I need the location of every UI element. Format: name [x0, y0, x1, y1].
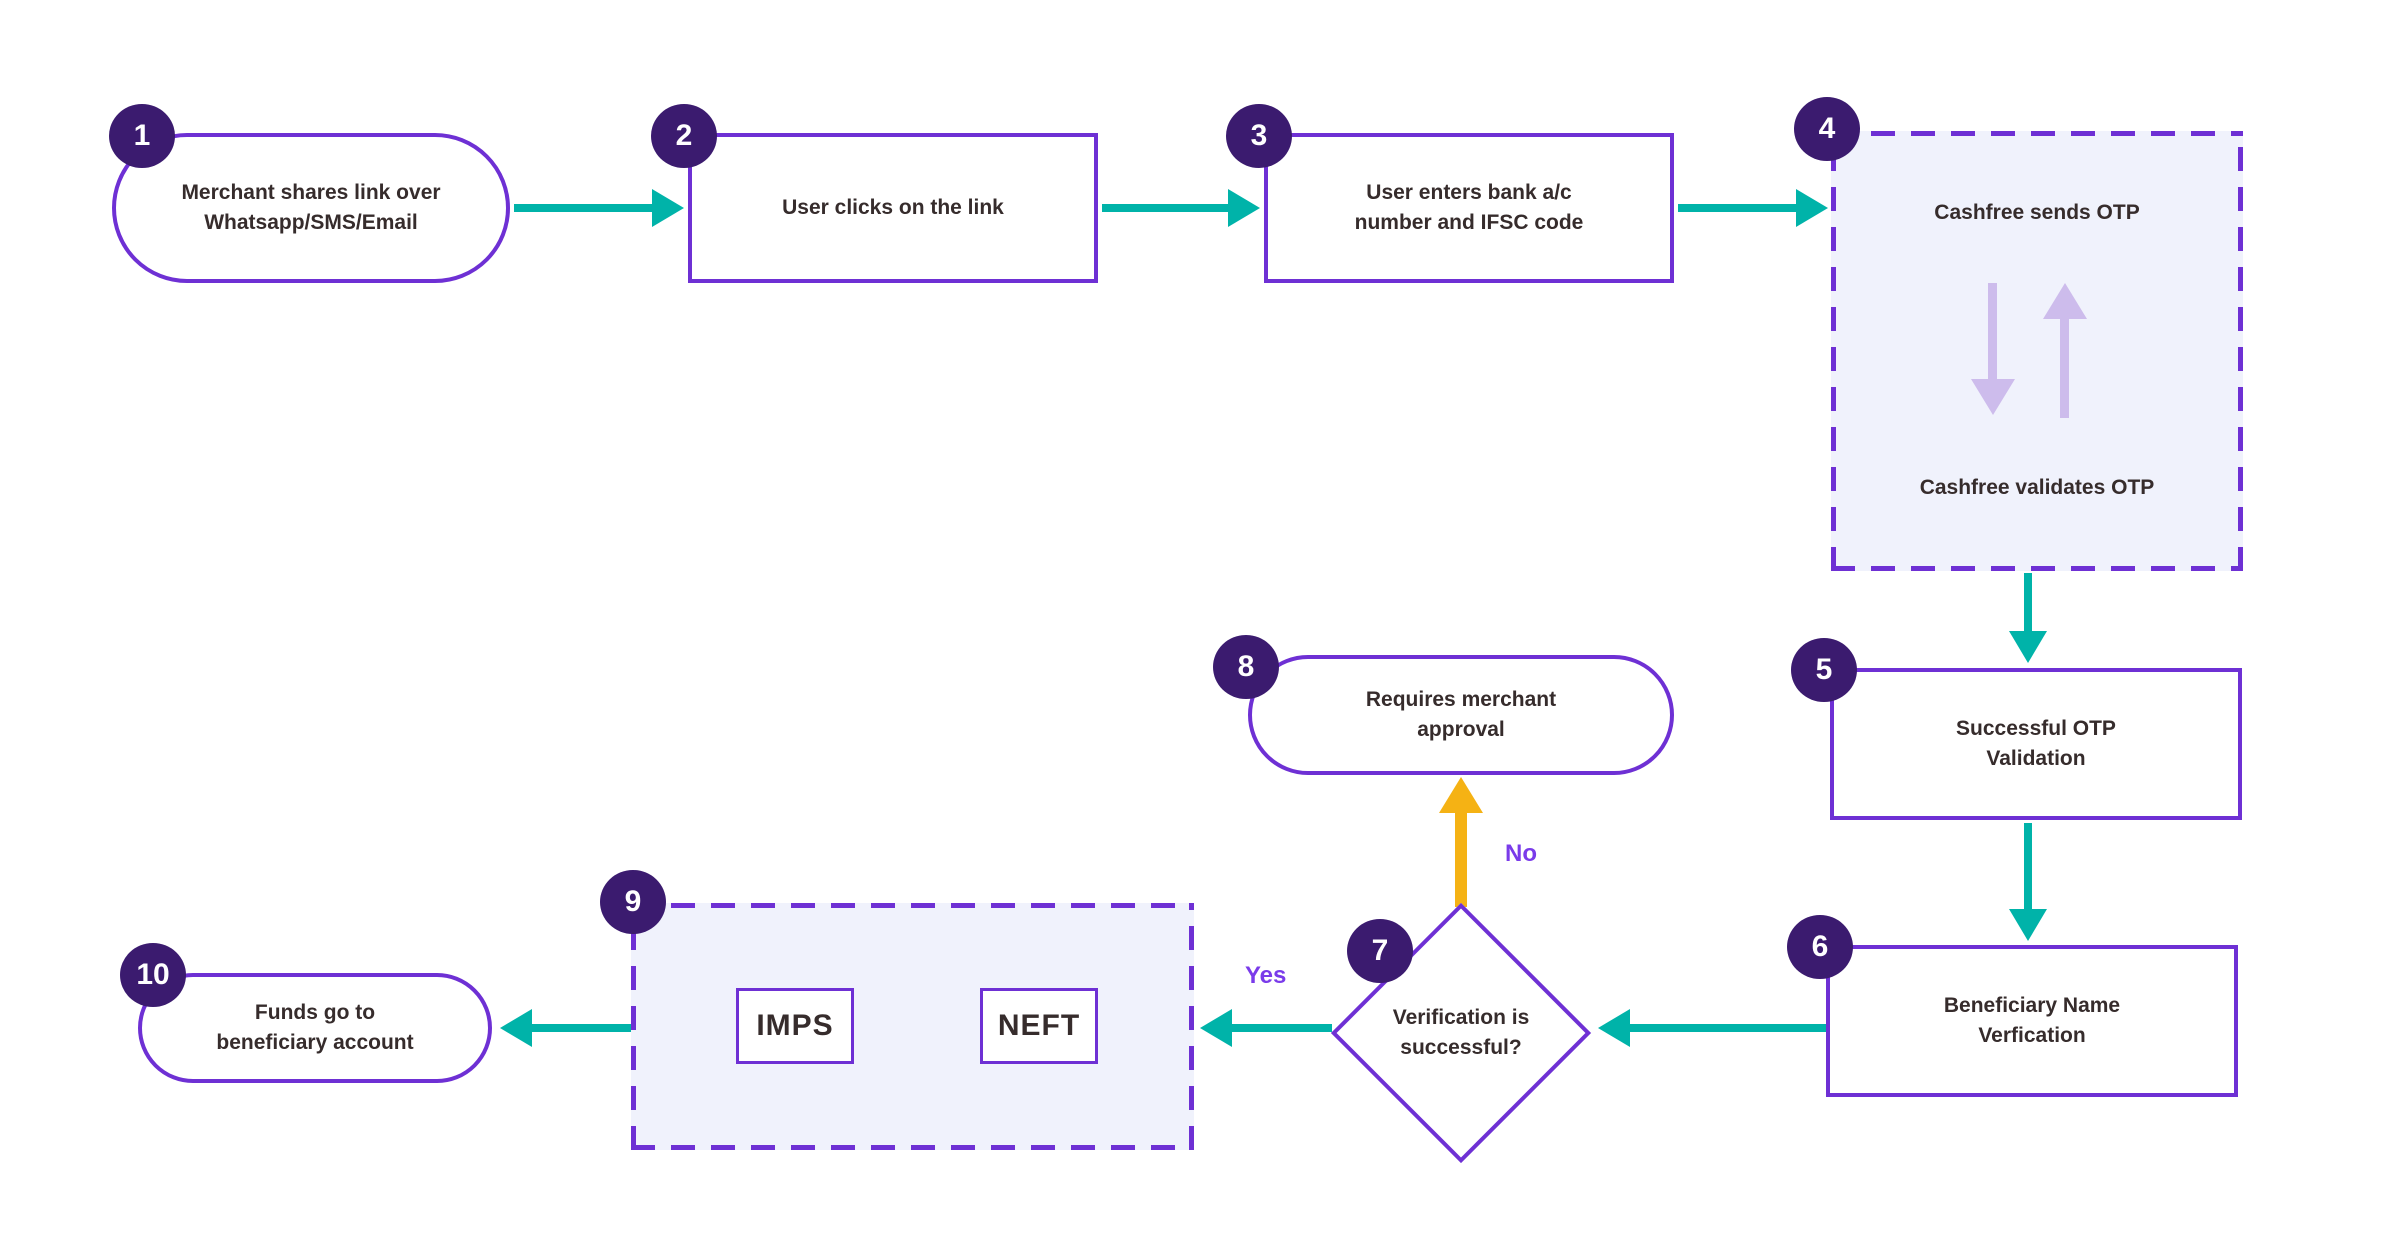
arrow-step4-to-step5 — [2024, 573, 2032, 631]
step-badge-7: 7 — [1347, 919, 1413, 983]
arrow-step7-no-to-step8 — [1455, 813, 1467, 907]
step-badge-1: 1 — [109, 104, 175, 168]
otp-validate-label: Cashfree validates OTP — [1919, 476, 2155, 499]
node-label: Beneficiary Name Verfication — [1943, 993, 2121, 1047]
step-badge-2: 2 — [651, 104, 717, 168]
node-payout-rails: IMPS NEFT — [631, 903, 1194, 1150]
step-badge-9: 9 — [600, 870, 666, 934]
node-label: User enters bank a/c number and IFSC cod… — [1354, 180, 1584, 234]
step-badge-5: 5 — [1791, 638, 1857, 702]
arrow-step1-to-step2 — [514, 204, 652, 212]
node-label: Successful OTP Validation — [1956, 716, 2116, 770]
arrow-step2-to-step3 — [1102, 204, 1228, 212]
node-funds-to-beneficiary: Funds go to beneficiary account — [138, 973, 492, 1083]
otp-down-arrow — [1988, 283, 1997, 379]
otp-send-label: Cashfree sends OTP — [1934, 201, 2140, 224]
node-user-enters-bank-details: User enters bank a/c number and IFSC cod… — [1264, 133, 1674, 283]
arrow-step5-to-step6 — [2024, 823, 2032, 909]
step-badge-10: 10 — [120, 943, 186, 1007]
otp-up-arrow — [2060, 319, 2069, 418]
node-label: Requires merchant approval — [1365, 687, 1557, 741]
step-badge-3: 3 — [1226, 104, 1292, 168]
diamond-label-wrap: Verification is successful? — [1332, 907, 1590, 1159]
node-successful-otp-validation: Successful OTP Validation — [1830, 668, 2242, 820]
arrow-step7-yes-to-step9 — [1232, 1024, 1332, 1032]
imps-box: IMPS — [736, 988, 854, 1064]
arrow-step3-to-step4 — [1678, 204, 1796, 212]
node-user-clicks-link: User clicks on the link — [688, 133, 1098, 283]
arrow-step9-to-step10 — [532, 1024, 631, 1032]
step-badge-8: 8 — [1213, 635, 1279, 699]
node-beneficiary-name-verification: Beneficiary Name Verfication — [1826, 945, 2238, 1097]
arrow-step6-to-step7 — [1630, 1024, 1830, 1032]
node-label: User clicks on the link — [782, 195, 1004, 219]
edge-label-yes: Yes — [1245, 962, 1287, 989]
edge-label-no: No — [1505, 840, 1537, 867]
node-label: Funds go to beneficiary account — [216, 1000, 414, 1054]
node-label: Merchant shares link over Whatsapp/SMS/E… — [181, 180, 441, 234]
step-badge-4: 4 — [1794, 97, 1860, 161]
node-requires-merchant-approval: Requires merchant approval — [1248, 655, 1674, 775]
node-label: Verification is successful? — [1392, 1005, 1530, 1059]
node-verification-successful-decision: Verification is successful? — [1330, 902, 1592, 1164]
neft-box: NEFT — [980, 988, 1098, 1064]
node-merchant-shares-link: Merchant shares link over Whatsapp/SMS/E… — [112, 133, 510, 283]
node-otp-exchange: Cashfree sends OTP Cashfree validates OT… — [1831, 131, 2243, 571]
step-badge-6: 6 — [1787, 915, 1853, 979]
